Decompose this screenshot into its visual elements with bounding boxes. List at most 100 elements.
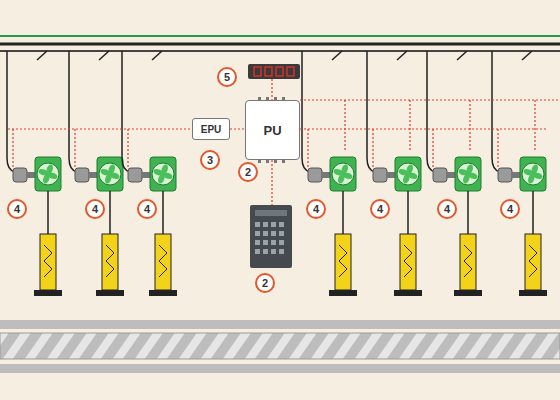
- callout-number: 2: [238, 162, 258, 182]
- sensor-mark: [159, 245, 167, 277]
- key: [255, 222, 260, 227]
- key: [279, 240, 284, 245]
- fan-unit: [69, 51, 124, 296]
- sensor-base: [149, 290, 177, 296]
- signal-line: [12, 129, 13, 168]
- cable: [492, 51, 500, 172]
- box-label: PU: [263, 123, 281, 138]
- led-digit: [276, 67, 283, 76]
- fan-housing: [35, 157, 61, 191]
- key: [271, 240, 276, 245]
- fan: [37, 163, 59, 185]
- led-digit: [287, 67, 294, 76]
- callout-number: 4: [500, 199, 520, 219]
- fan-unit: [302, 51, 357, 296]
- cable: [7, 51, 15, 172]
- key: [263, 249, 268, 254]
- fan: [99, 163, 121, 185]
- signal-line: [372, 129, 373, 168]
- motor: [433, 168, 447, 182]
- key: [263, 240, 268, 245]
- epu-box: EPU: [192, 118, 230, 140]
- fan-blade: [153, 168, 164, 177]
- sensor-base: [96, 290, 124, 296]
- signal-line: [127, 129, 128, 168]
- sensor-base: [394, 290, 422, 296]
- conveyor-rail: [0, 364, 560, 373]
- shaft: [322, 172, 330, 178]
- display: [248, 64, 300, 79]
- cable: [427, 51, 435, 172]
- fan-housing: [520, 157, 546, 191]
- sensor-mark: [464, 245, 472, 277]
- motor: [75, 168, 89, 182]
- fan: [522, 163, 544, 185]
- cable: [397, 51, 407, 60]
- sensor: [335, 234, 351, 290]
- rail: [0, 35, 560, 37]
- callout-number: 4: [137, 199, 157, 219]
- signal-line: [74, 129, 75, 168]
- cable: [467, 191, 469, 234]
- cable: [522, 51, 532, 60]
- fan-housing: [150, 157, 176, 191]
- led-digit: [254, 67, 261, 76]
- motor: [498, 168, 512, 182]
- sensor-mark: [529, 245, 537, 277]
- fan-unit: [427, 51, 482, 296]
- sensor: [460, 234, 476, 290]
- fan-blade: [458, 168, 469, 177]
- fan-housing: [330, 157, 356, 191]
- cable: [332, 51, 342, 60]
- shaft: [447, 172, 455, 178]
- key: [255, 231, 260, 236]
- key: [263, 222, 268, 227]
- key: [279, 222, 284, 227]
- callout-number: 3: [200, 150, 220, 170]
- callout-number: 4: [370, 199, 390, 219]
- callout-number: 4: [85, 199, 105, 219]
- shaft: [89, 172, 97, 178]
- fan-unit: [7, 51, 62, 296]
- cable: [122, 51, 130, 172]
- key: [255, 240, 260, 245]
- cable: [302, 51, 310, 172]
- signal-line: [307, 129, 308, 168]
- shaft: [142, 172, 150, 178]
- fan-housing: [395, 157, 421, 191]
- sensor-base: [519, 290, 547, 296]
- fan-unit: [122, 51, 177, 296]
- cable: [152, 51, 162, 60]
- callout-number: 4: [306, 199, 326, 219]
- fan: [457, 163, 479, 185]
- callout-number: 4: [7, 199, 27, 219]
- signal-line: [432, 129, 433, 168]
- sensor-base: [329, 290, 357, 296]
- key: [271, 222, 276, 227]
- callout-number: 4: [437, 199, 457, 219]
- fan-blade: [333, 168, 344, 177]
- sensor: [155, 234, 171, 290]
- fan-unit: [492, 51, 547, 296]
- signal-connector: [230, 128, 245, 129]
- rail: [0, 50, 560, 52]
- fan-unit: [367, 51, 422, 296]
- conveyor-belt: [0, 333, 560, 359]
- callout-number: 5: [217, 67, 237, 87]
- sensor-base: [34, 290, 62, 296]
- shaft: [512, 172, 520, 178]
- fan-blade: [100, 168, 111, 177]
- sensor-mark: [404, 245, 412, 277]
- cable: [162, 191, 164, 234]
- fan-housing: [97, 157, 123, 191]
- sensor-mark: [339, 245, 347, 277]
- shaft: [387, 172, 395, 178]
- cable: [109, 191, 111, 234]
- cable: [69, 51, 77, 172]
- cable: [367, 51, 375, 172]
- cable: [342, 191, 344, 234]
- signal-line: [497, 129, 498, 168]
- key: [271, 231, 276, 236]
